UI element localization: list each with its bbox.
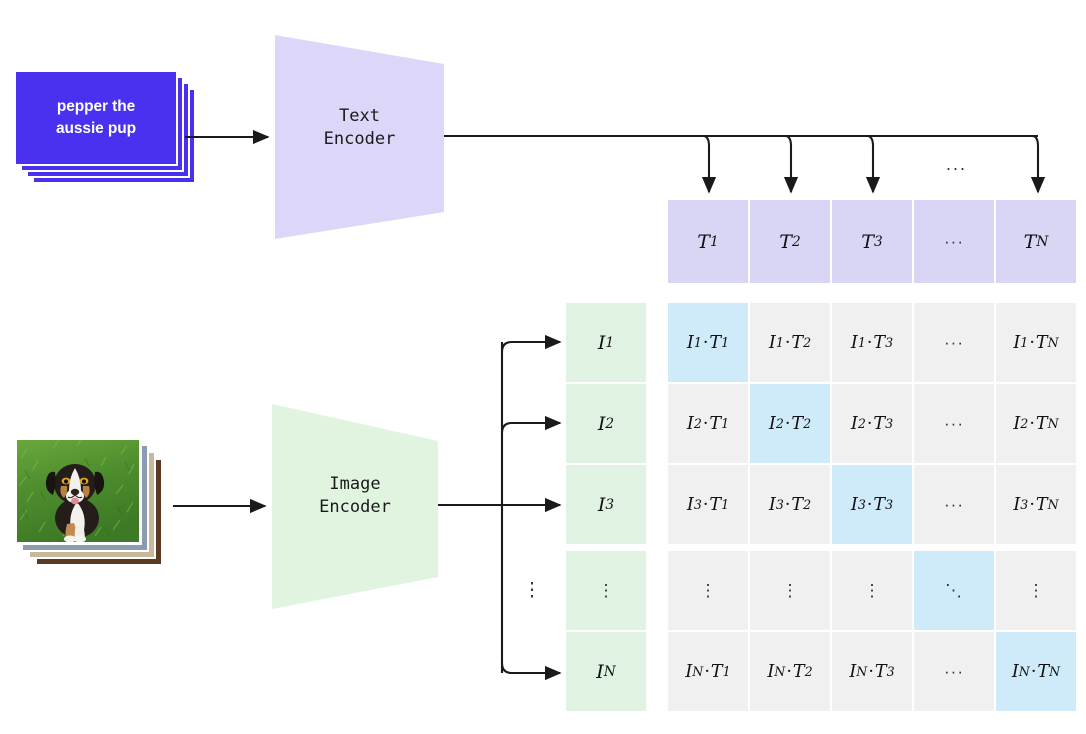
caption-line-2: aussie pup [56,120,136,137]
image-encoder-label-line-1: Image [329,474,381,494]
text-branch-ellipsis: ··· [945,157,967,178]
caption-line-1: pepper the [56,98,136,115]
text-embedding-cell-4: ··· [914,200,994,283]
matrix-cell-r3-c4: ··· [914,465,994,544]
text-encoder-label-line-2: Encoder [323,129,396,149]
caption-text: pepper the aussie pup [56,96,136,140]
text-encoder-label-line-1: Text [339,106,380,126]
matrix-cell-r2-c4: ··· [914,384,994,463]
image-encoder-label: Image Encoder [272,473,438,519]
matrix-cell-r4-c3: ⋮ [832,551,912,630]
image-embedding-cell-4: ⋮ [566,551,646,630]
matrix-cell-r4-c2: ⋮ [750,551,830,630]
matrix-cell-r4-c5: ⋮ [996,551,1076,630]
image-encoder-label-line-2: Encoder [319,497,391,517]
puppy-photo-artwork [17,440,139,542]
image-branch-ellipsis: ⋮ [522,579,542,601]
caption-card-front: pepper the aussie pup [14,70,178,166]
matrix-cell-r1-c4: ··· [914,303,994,382]
matrix-cell-r4-c4: ⋱ [914,551,994,630]
matrix-cell-r5-c4: ··· [914,632,994,711]
caption-input-stack: pepper the aussie pup [14,70,196,200]
puppy-photo [14,437,142,545]
text-encoder-label: Text Encoder [275,105,444,151]
matrix-cell-r4-c1: ⋮ [668,551,748,630]
image-input-stack [14,437,179,566]
